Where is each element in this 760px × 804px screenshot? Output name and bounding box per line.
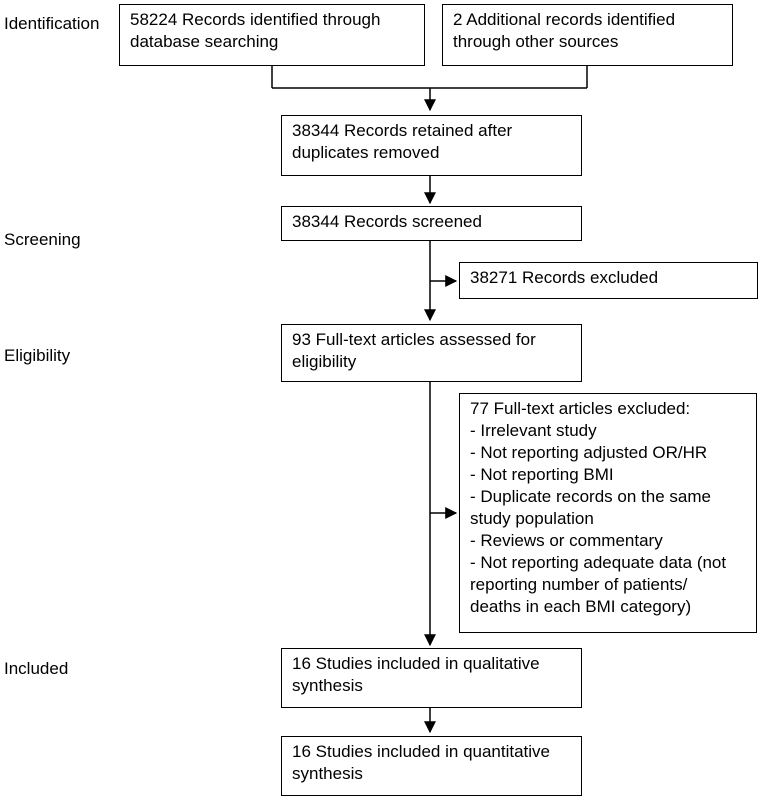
box-records-excluded: 38271 Records excluded (459, 262, 758, 299)
box-text-line: through other sources (453, 32, 619, 51)
stage-label-screening: Screening (4, 230, 81, 249)
box-text-line: synthesis (292, 764, 363, 783)
box-text-line: eligibility (292, 352, 357, 371)
box-text-line: - Not reporting adjusted OR/HR (470, 443, 708, 462)
box-text-line: 93 Full-text articles assessed for (292, 330, 536, 349)
box-text-line: - Irrelevant study (470, 421, 597, 440)
box-text-line: 38344 Records screened (292, 212, 482, 231)
box-text-line: 38271 Records excluded (470, 268, 659, 287)
box-text-line: database searching (130, 32, 279, 51)
box-records-screened: 38344 Records screened (281, 206, 582, 241)
stage-label-eligibility: Eligibility (4, 346, 71, 365)
box-text-line: - Not reporting adequate data (not (470, 553, 727, 572)
box-text-line: deaths in each BMI category) (470, 597, 692, 616)
box-quantitative-synthesis: 16 Studies included in quantitative synt… (281, 736, 582, 796)
box-fulltext-excluded: 77 Full-text articles excluded: - Irrele… (459, 393, 757, 633)
box-text-line: 77 Full-text articles excluded: (470, 399, 691, 418)
box-text-line: 38344 Records retained after (292, 121, 513, 140)
box-fulltext-assessed: 93 Full-text articles assessed for eligi… (281, 324, 582, 382)
box-text-line: study population (470, 509, 594, 528)
box-text-line: 2 Additional records identified (453, 10, 676, 29)
box-other-sources: 2 Additional records identified through … (442, 4, 733, 66)
box-text-line: 58224 Records identified through (130, 10, 381, 29)
box-qualitative-synthesis: 16 Studies included in qualitative synth… (281, 648, 582, 708)
box-text-line: 16 Studies included in qualitative (292, 654, 540, 673)
box-text-line: synthesis (292, 676, 363, 695)
box-text-line: - Not reporting BMI (470, 465, 614, 484)
box-text-line: duplicates removed (292, 143, 440, 162)
box-text-line: - Reviews or commentary (470, 531, 663, 550)
box-text-line: 16 Studies included in quantitative (292, 742, 551, 761)
stage-label-identification: Identification (4, 14, 100, 33)
box-duplicates-removed: 38344 Records retained after duplicates … (281, 115, 582, 176)
box-text-line: reporting number of patients/ (470, 575, 688, 594)
box-text-line: - Duplicate records on the same (470, 487, 711, 506)
stage-label-included: Included (4, 659, 69, 678)
box-database-searching: 58224 Records identified through databas… (119, 4, 425, 66)
